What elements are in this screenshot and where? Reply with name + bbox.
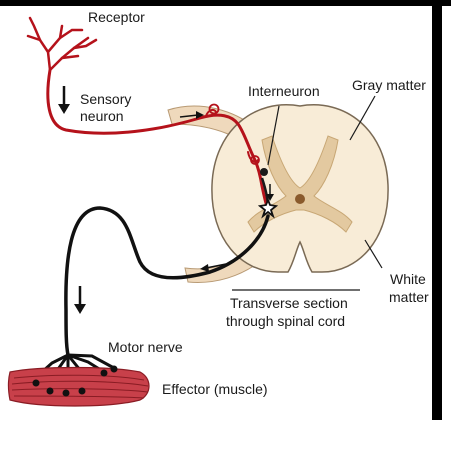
label-sensory-line1: Sensory [80, 91, 131, 107]
motor-neuron-cell-body [257, 197, 279, 219]
label-effector: Effector (muscle) [162, 381, 268, 397]
sensory-neuron [26, 16, 270, 212]
label-sensory-line2: neuron [80, 108, 124, 124]
spinal-cord-section [211, 104, 389, 273]
label-receptor: Receptor [88, 9, 145, 25]
ventral-root-arrow [205, 263, 227, 269]
central-canal [295, 194, 305, 204]
label-section-line2: through spinal cord [226, 313, 345, 329]
label-gray-matter: Gray matter [352, 77, 426, 93]
frame [0, 0, 451, 420]
muscle-effector [7, 365, 150, 407]
label-white-line2: matter [389, 289, 429, 305]
arrows [58, 86, 274, 314]
dorsal-root-ganglion-cell [208, 103, 220, 115]
dorsal-root-arrow [179, 114, 199, 118]
synapse-sensory [250, 155, 260, 165]
label-motor-nerve: Motor nerve [108, 339, 183, 355]
white-matter-leader [364, 239, 383, 269]
label-white-line1: White [390, 271, 426, 287]
leader-lines [232, 95, 383, 291]
label-interneuron: Interneuron [248, 83, 320, 99]
label-section-line1: Transverse section [230, 295, 348, 311]
gray-matter-leader [349, 95, 376, 141]
